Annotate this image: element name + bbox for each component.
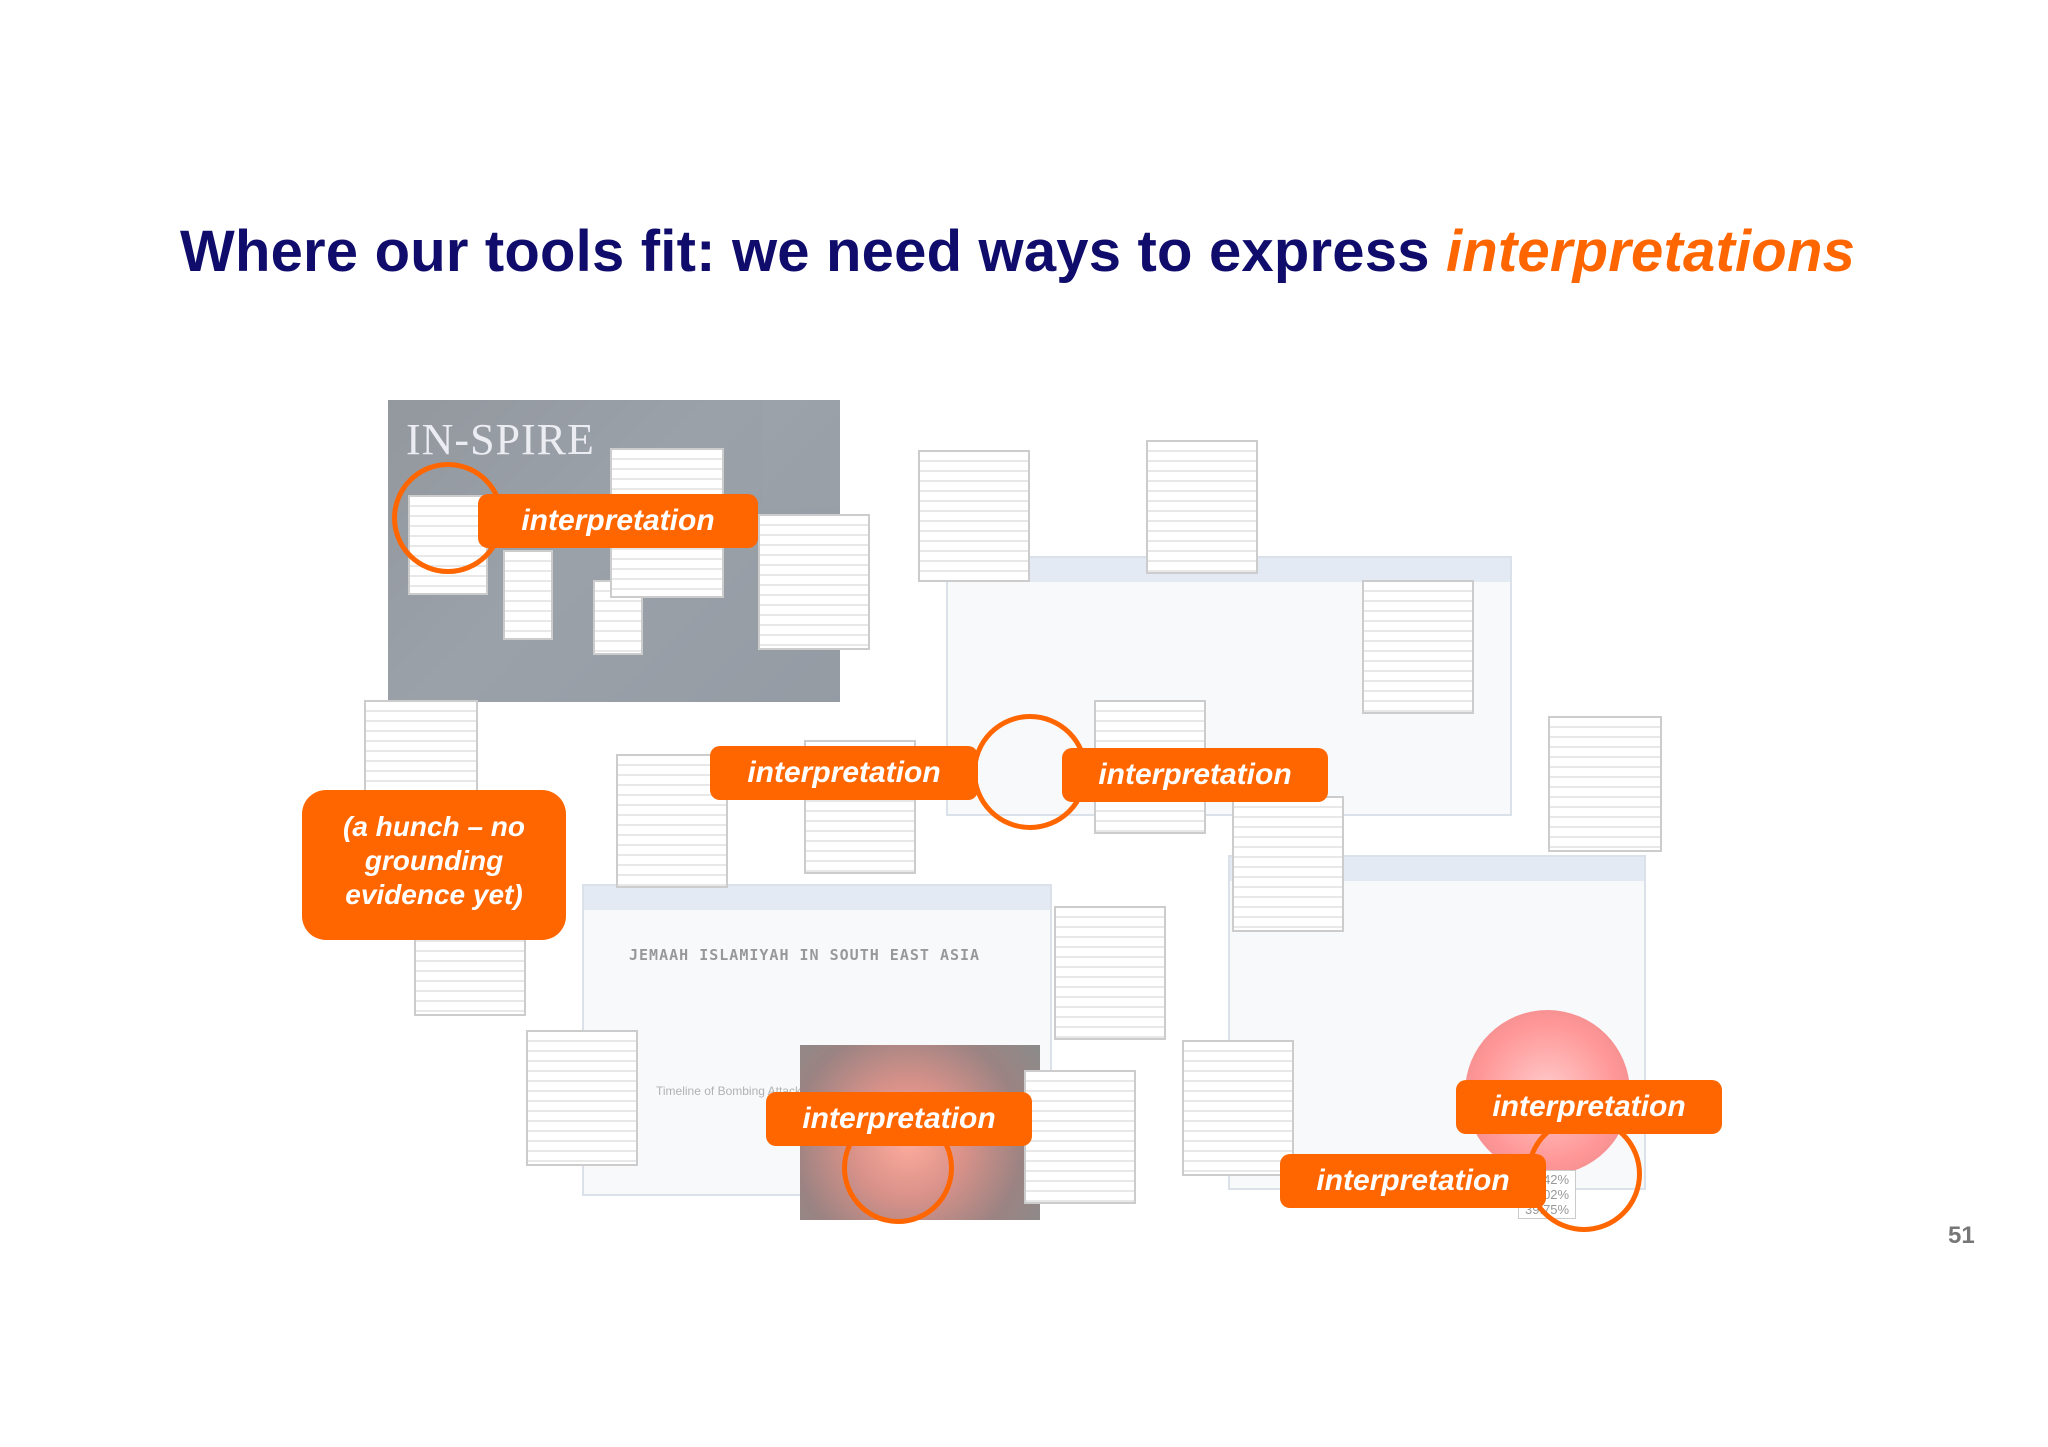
document-thumbnail — [758, 514, 870, 650]
document-thumbnail — [1024, 1070, 1136, 1204]
document-thumbnail — [1548, 716, 1662, 852]
window-titlebar — [584, 886, 1050, 910]
interpretation-label: interpretation — [1062, 748, 1328, 802]
interpretation-label: interpretation — [710, 746, 978, 800]
document-thumbnail — [526, 1030, 638, 1166]
inspire-doc-panel — [503, 550, 553, 640]
document-thumbnail — [1232, 796, 1344, 932]
hunch-label: (a hunch – no grounding evidence yet) — [302, 790, 566, 940]
interpretation-label: interpretation — [766, 1092, 1032, 1146]
interpretation-label: interpretation — [478, 494, 758, 548]
jemaah-title: JEMAAH ISLAMIYAH IN SOUTH EAST ASIA — [629, 946, 981, 964]
document-thumbnail — [918, 450, 1030, 582]
page-number: 51 — [1948, 1222, 1975, 1249]
slide-title-prefix: Where our tools fit: we need ways to exp… — [180, 219, 1446, 284]
slide-title-highlight: interpretations — [1445, 219, 1856, 284]
document-thumbnail — [1054, 906, 1166, 1040]
document-thumbnail — [1362, 580, 1474, 714]
interpretation-label: interpretation — [1280, 1154, 1546, 1208]
interpretation-label: interpretation — [1456, 1080, 1722, 1134]
document-thumbnail — [1182, 1040, 1294, 1176]
document-thumbnail — [616, 754, 728, 888]
document-thumbnail — [1146, 440, 1258, 574]
slide-title: Where our tools fit: we need ways to exp… — [180, 218, 1855, 285]
inspire-logo: IN-SPIRE — [406, 415, 595, 464]
